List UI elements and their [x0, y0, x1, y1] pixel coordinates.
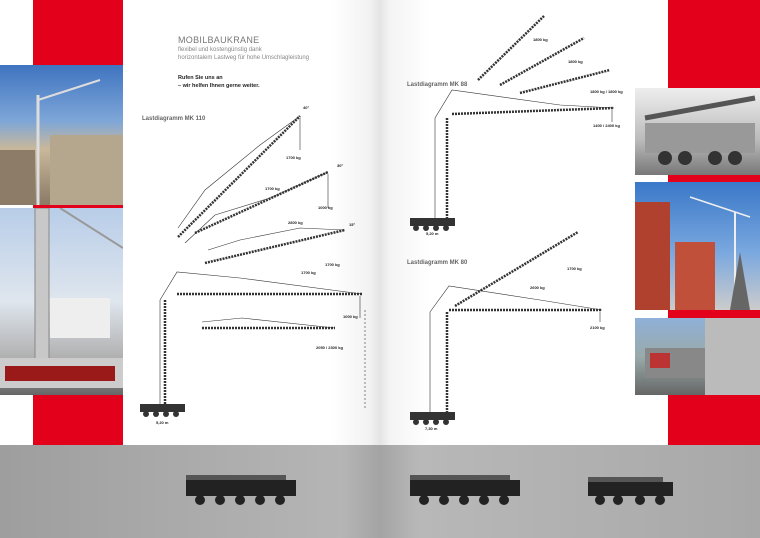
load-label: 1800 kg	[533, 37, 548, 42]
angle-label: 15°	[349, 222, 356, 227]
load-label: 2100 kg	[590, 325, 605, 330]
photo-crane-city	[635, 182, 760, 310]
photo-crane-site	[0, 208, 123, 395]
load-label: 2600 kg	[530, 285, 545, 290]
angle-label: 30°	[337, 163, 344, 168]
load-label: 1000 kg	[318, 205, 333, 210]
load-label: 1800 kg	[568, 59, 583, 64]
width-label: 5,20 m	[156, 420, 169, 425]
subtitle-line-2: horizontalem Lastweg für hohe Umschlagle…	[178, 55, 310, 61]
width-label: 7,30 m	[425, 426, 438, 431]
photo-crane-truck	[635, 88, 760, 175]
load-label: 1700 kg	[265, 186, 280, 191]
photo-crane-scaffold	[635, 318, 760, 395]
load-label: 1700 kg	[325, 262, 340, 267]
subtitle-line-1: flexibel und kostengünstig dank	[178, 47, 262, 53]
load-label: 1400 / 2400 kg	[593, 123, 620, 128]
load-label: 1700 kg	[286, 155, 301, 160]
diagram-title-mk88: Lastdiagramm MK 88	[407, 82, 468, 88]
load-label: 1800 kg / 1800 kg	[590, 89, 623, 94]
cta-line-1: Rufen Sie uns an	[178, 75, 223, 81]
load-label: 1000 kg	[343, 314, 358, 319]
load-label: 1700 kg	[301, 270, 316, 275]
photo-crane-building	[0, 65, 123, 205]
diagram-title-mk80: Lastdiagramm MK 80	[407, 260, 468, 266]
load-label: 1700 kg	[567, 266, 582, 271]
angle-label: 40°	[303, 105, 310, 110]
load-label: 2050 / 2300 kg	[316, 345, 343, 350]
load-label: 2800 kg	[288, 220, 303, 225]
crane-diagrams	[140, 15, 615, 425]
subtitle: flexibel und kostengünstig dank horizonta…	[178, 46, 309, 62]
call-to-action: Rufen Sie uns an – wir helfen Ihnen gerne…	[178, 74, 260, 90]
crane-truck-silhouettes	[186, 475, 673, 505]
page-title: MOBILBAUKRANE	[178, 35, 260, 45]
cta-line-2: – wir helfen Ihnen gerne weiter.	[178, 83, 260, 89]
diagram-title-mk110: Lastdiagramm MK 110	[142, 116, 206, 122]
width-label: 5,20 m	[426, 231, 439, 236]
bottom-gray-band	[0, 445, 760, 538]
